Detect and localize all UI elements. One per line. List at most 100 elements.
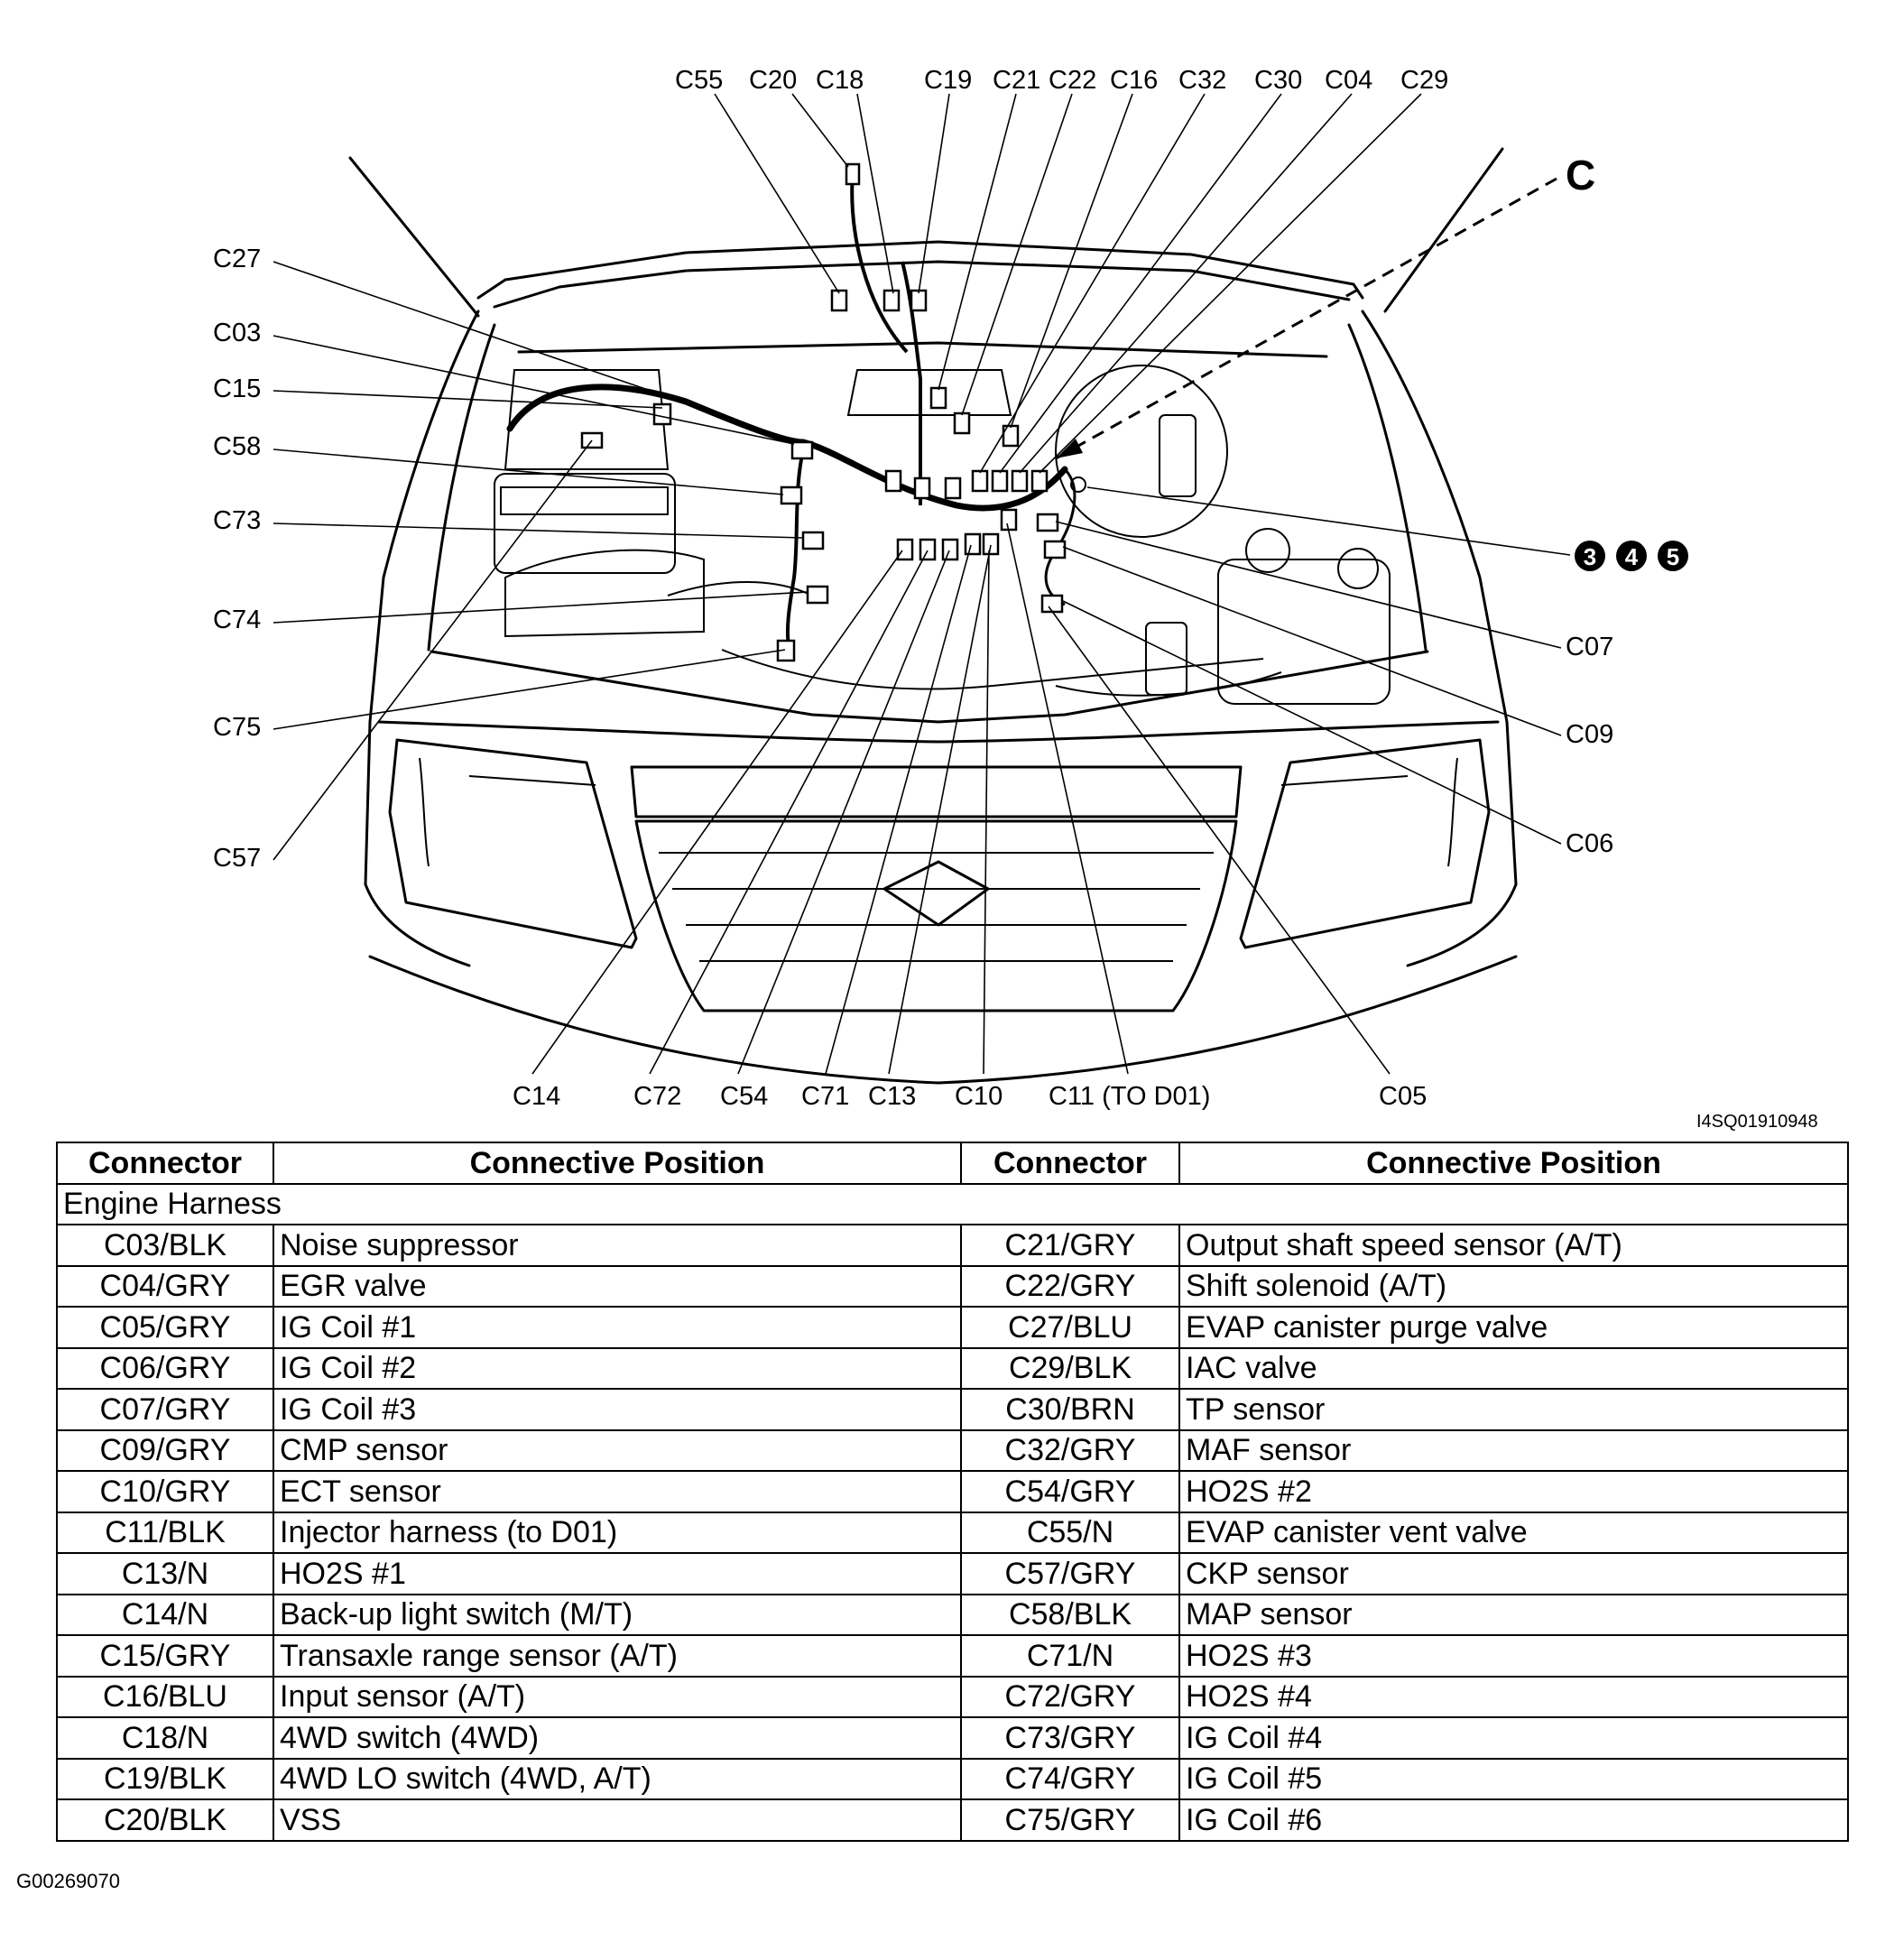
- position-right-cell: IG Coil #6: [1178, 1798, 1849, 1842]
- vehicle-outline: [348, 147, 1518, 1085]
- step-badge-4: 4: [1625, 543, 1639, 570]
- position-right-cell: HO2S #2: [1178, 1470, 1849, 1513]
- callout-c27: C27: [213, 245, 261, 273]
- position-left-cell: IG Coil #2: [273, 1346, 962, 1390]
- header-connector-left: Connector: [56, 1142, 274, 1185]
- callout-c32: C32: [1178, 66, 1226, 95]
- header-position-left: Connective Position: [273, 1142, 962, 1185]
- position-left-cell: 4WD LO switch (4WD, A/T): [273, 1757, 962, 1800]
- connector-left-cell: C04/GRY: [56, 1264, 274, 1308]
- connector-left-cell: C07/GRY: [56, 1388, 274, 1431]
- position-right-cell: Output shaft speed sensor (A/T): [1178, 1224, 1849, 1267]
- callout-c03: C03: [213, 319, 261, 347]
- position-left-cell: IG Coil #3: [273, 1388, 962, 1431]
- callout-c19: C19: [924, 66, 972, 95]
- position-right-cell: IAC valve: [1178, 1346, 1849, 1390]
- connector-table: Connector Connective Position Connector …: [56, 1142, 1849, 1842]
- position-right-cell: MAP sensor: [1178, 1593, 1849, 1636]
- table-header-row: Connector Connective Position Connector …: [56, 1142, 1849, 1185]
- connector-right-cell: C30/BRN: [960, 1388, 1180, 1431]
- position-left-cell: Noise suppressor: [273, 1224, 962, 1267]
- connector-right-cell: C58/BLK: [960, 1593, 1180, 1636]
- callout-c75: C75: [213, 713, 261, 742]
- callout-c18: C18: [816, 66, 864, 95]
- position-right-cell: TP sensor: [1178, 1388, 1849, 1431]
- position-right-cell: EVAP canister vent valve: [1178, 1511, 1849, 1554]
- figure-code: G00269070: [16, 1870, 120, 1892]
- connector-right-cell: C73/GRY: [960, 1716, 1180, 1760]
- callout-c72: C72: [633, 1082, 681, 1111]
- connector-right-cell: C27/BLU: [960, 1306, 1180, 1349]
- connector-callouts: C55 C20 C18 C19 C21 C22 C16 C32 C30 C04 …: [213, 66, 1613, 1111]
- connector-left-cell: C15/GRY: [56, 1634, 274, 1678]
- position-right-cell: MAF sensor: [1178, 1428, 1849, 1472]
- connector-right-cell: C29/BLK: [960, 1346, 1180, 1390]
- position-right-cell: IG Coil #5: [1178, 1757, 1849, 1800]
- connector-right-cell: C74/GRY: [960, 1757, 1180, 1800]
- connector-right-cell: C72/GRY: [960, 1675, 1180, 1718]
- position-left-cell: 4WD switch (4WD): [273, 1716, 962, 1760]
- position-right-cell: HO2S #4: [1178, 1675, 1849, 1718]
- step-badges: 3 4 5: [1575, 541, 1688, 571]
- connector-right-cell: C75/GRY: [960, 1798, 1180, 1842]
- connector-right-cell: C55/N: [960, 1511, 1180, 1554]
- position-left-cell: Input sensor (A/T): [273, 1675, 962, 1718]
- connector-left-cell: C20/BLK: [56, 1798, 274, 1842]
- connector-left-cell: C16/BLU: [56, 1675, 274, 1718]
- position-left-cell: EGR valve: [273, 1264, 962, 1308]
- position-right-cell: CKP sensor: [1178, 1552, 1849, 1595]
- connector-right-cell: C71/N: [960, 1634, 1180, 1678]
- callout-c58: C58: [213, 432, 261, 461]
- connector-right-cell: C54/GRY: [960, 1470, 1180, 1513]
- position-right-cell: EVAP canister purge valve: [1178, 1306, 1849, 1349]
- callout-c20: C20: [749, 66, 797, 95]
- header-connector-right: Connector: [960, 1142, 1180, 1185]
- callout-c10: C10: [955, 1082, 1003, 1111]
- position-right-cell: HO2S #3: [1178, 1634, 1849, 1678]
- callout-leader-lines: [273, 93, 1571, 1075]
- connector-left-cell: C18/N: [56, 1716, 274, 1760]
- callout-c30: C30: [1254, 66, 1302, 95]
- callout-c09: C09: [1566, 720, 1613, 749]
- connector-left-cell: C11/BLK: [56, 1511, 274, 1554]
- callout-c21: C21: [993, 66, 1040, 95]
- callout-c06: C06: [1566, 829, 1613, 858]
- connector-left-cell: C13/N: [56, 1552, 274, 1595]
- position-left-cell: HO2S #1: [273, 1552, 962, 1595]
- connector-left-cell: C14/N: [56, 1593, 274, 1636]
- position-right-cell: IG Coil #4: [1178, 1716, 1849, 1760]
- position-right-cell: Shift solenoid (A/T): [1178, 1264, 1849, 1308]
- callout-c13: C13: [868, 1082, 916, 1111]
- figure-reference-code: I4SQ01910948: [1696, 1112, 1818, 1132]
- connector-left-cell: C10/GRY: [56, 1470, 274, 1513]
- connector-left-cell: C05/GRY: [56, 1306, 274, 1349]
- callout-c04: C04: [1325, 66, 1372, 95]
- callout-c55: C55: [675, 66, 723, 95]
- connector-right-cell: C57/GRY: [960, 1552, 1180, 1595]
- callout-c16: C16: [1110, 66, 1158, 95]
- engine-compartment-diagram: C55 C20 C18 C19 C21 C22 C16 C32 C30 C04 …: [213, 66, 1688, 1111]
- callout-c15: C15: [213, 374, 261, 403]
- connector-left-cell: C06/GRY: [56, 1346, 274, 1390]
- callout-c54: C54: [720, 1082, 768, 1111]
- connector-left-cell: C19/BLK: [56, 1757, 274, 1800]
- callout-c14: C14: [513, 1082, 560, 1111]
- position-left-cell: Injector harness (to D01): [273, 1511, 962, 1554]
- view-label-c: C: [1566, 152, 1595, 199]
- position-left-cell: IG Coil #1: [273, 1306, 962, 1349]
- callout-c22: C22: [1049, 66, 1096, 95]
- connector-right-cell: C32/GRY: [960, 1428, 1180, 1472]
- position-left-cell: Back-up light switch (M/T): [273, 1593, 962, 1636]
- callout-c05: C05: [1379, 1082, 1427, 1111]
- position-left-cell: Transaxle range sensor (A/T): [273, 1634, 962, 1678]
